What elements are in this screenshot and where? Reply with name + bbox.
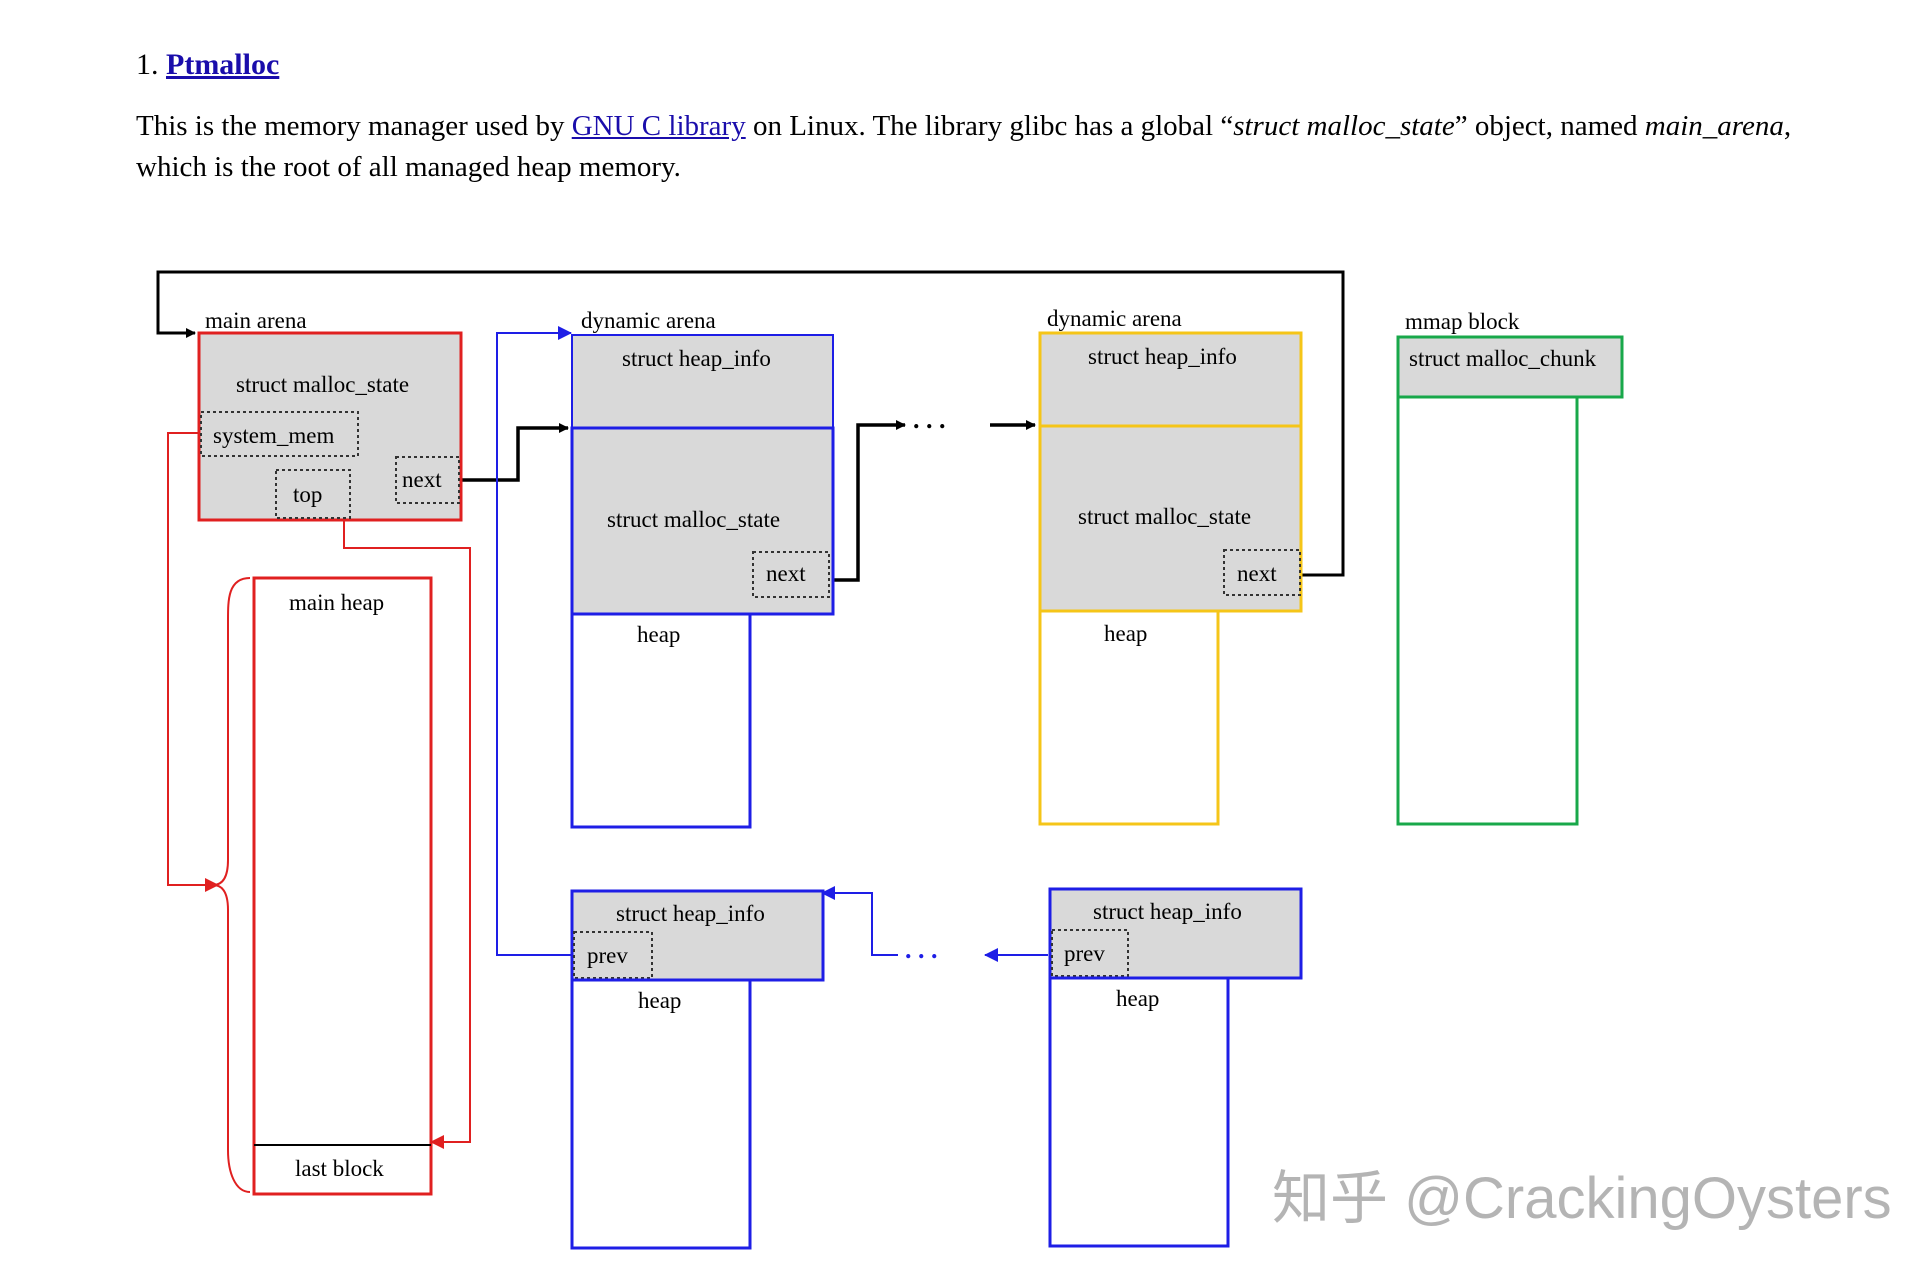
dyn1-next-arrow	[832, 420, 906, 582]
gnu-c-library-link[interactable]: GNU C library	[571, 110, 746, 142]
dyn1-heap-box	[570, 612, 752, 829]
watermark: 知乎 @CrackingOysters	[1272, 1166, 1892, 1231]
mmap-body-box	[1396, 395, 1579, 826]
heap-br-info-label: struct heap_info	[1093, 899, 1242, 924]
system-mem-arrow	[167, 432, 219, 892]
ellipsis-bottom: . . .	[905, 935, 938, 964]
main-arena-struct-label: struct malloc_state	[236, 372, 409, 397]
system-mem-field	[200, 411, 359, 457]
main-next-label: next	[402, 467, 442, 492]
dyn1-malloc-state-label: struct malloc_state	[607, 507, 780, 532]
dyn1-malloc-state-box	[570, 426, 835, 616]
dyn-arena-1-title: dynamic arena	[581, 308, 716, 333]
heap-br-prev-field	[1051, 929, 1129, 977]
heap-br-heap-label: heap	[1116, 986, 1159, 1011]
main-next-field	[395, 456, 460, 504]
heap-bl-prev-field	[573, 931, 653, 979]
top-to-last-block-arrow	[343, 520, 471, 1149]
dyn2-next-label: next	[1237, 561, 1277, 586]
dyn-arena-2-title: dynamic arena	[1047, 306, 1182, 331]
main-heap-box	[252, 576, 433, 1196]
heap-bl-heap-label: heap	[638, 988, 681, 1013]
dyn2-malloc-state-box	[1038, 424, 1303, 613]
heap-bl-info-label: struct heap_info	[616, 901, 765, 926]
section-heading: 1. Ptmalloc	[136, 48, 279, 82]
main-heap-label: main heap	[289, 590, 384, 615]
main-arena-box	[197, 331, 463, 522]
heap-br-prev-label: prev	[1064, 941, 1105, 966]
system-mem-label: system_mem	[213, 423, 334, 448]
para-text-1: This is the memory manager used by	[136, 110, 572, 142]
dyn1-heap-info-label: struct heap_info	[622, 346, 771, 371]
heap-bl-prev-label: prev	[587, 943, 628, 968]
dyn2-heap-label: heap	[1104, 621, 1147, 646]
ellipsis-top: . . .	[913, 405, 946, 434]
top-field	[275, 469, 351, 519]
dyn1-next-field	[752, 551, 830, 598]
main-arena-title: main arena	[205, 308, 307, 333]
section-title-link[interactable]: Ptmalloc	[166, 48, 280, 81]
para-italic-struct: struct malloc_state	[1233, 110, 1455, 142]
dyn1-next-label: next	[766, 561, 806, 586]
main-next-arrow	[461, 423, 569, 482]
prev-left-arrow	[821, 886, 898, 956]
para-italic-main-arena: main_arena	[1644, 110, 1784, 142]
dyn2-malloc-state-label: struct malloc_state	[1078, 504, 1251, 529]
prev-to-dyn1-arrow	[496, 326, 572, 956]
dyn2-heap-box	[1038, 609, 1220, 826]
heap-br-body-box	[1048, 976, 1230, 1248]
section-number: 1.	[136, 48, 159, 81]
heap-bl-body-box	[570, 978, 752, 1250]
dyn2-heap-info-label: struct heap_info	[1088, 344, 1237, 369]
main-heap-brace	[212, 577, 251, 1193]
mmap-malloc-chunk-label: struct malloc_chunk	[1409, 346, 1597, 371]
dyn2-heap-info-box	[1038, 331, 1303, 428]
dyn1-heap-label: heap	[637, 622, 680, 647]
para-text-3: ” object, named	[1454, 110, 1645, 142]
dyn1-heap-info-box	[571, 334, 834, 429]
loop-back-arrow	[156, 270, 1345, 577]
last-block-label: last block	[295, 1156, 384, 1181]
heap-br-info-box	[1048, 887, 1303, 980]
mmap-block-title: mmap block	[1405, 309, 1520, 334]
intro-paragraph: This is the memory manager used by GNU C…	[136, 106, 1836, 188]
top-label: top	[293, 482, 322, 507]
dyn2-next-field	[1223, 549, 1301, 596]
para-text-4: , which is the root of all managed heap …	[136, 110, 1792, 183]
para-text-2: on Linux. The library glibc has a global…	[745, 110, 1234, 142]
